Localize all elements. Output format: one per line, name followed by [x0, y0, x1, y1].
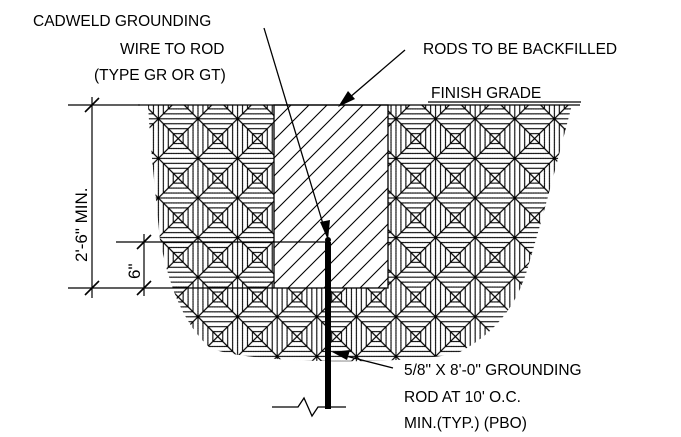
- finish-grade-label: FINISH GRADE: [431, 85, 541, 102]
- backfill-column: [273, 104, 389, 289]
- cadweld-label-line2: WIRE TO ROD: [120, 41, 225, 58]
- depth-dimension: 2'-6" MIN.: [68, 97, 274, 298]
- rod-label-line3: MIN.(TYP.) (PBO): [404, 415, 527, 432]
- rod-label-line1: 5/8" X 8'-0" GROUNDING: [404, 362, 582, 379]
- six-inch-label: 6": [125, 264, 144, 280]
- depth-dimension-label: 2'-6" MIN.: [72, 188, 91, 262]
- cadweld-label-line3: (TYPE GR OR GT): [94, 67, 226, 84]
- rod-leader: [332, 350, 394, 369]
- grounding-rod: [325, 242, 331, 409]
- backfill-leader: [338, 49, 406, 107]
- cadweld-label-line1: CADWELD GROUNDING: [33, 13, 211, 30]
- rod-label-line2: ROD AT 10' O.C.: [404, 389, 521, 406]
- break-line: [272, 396, 346, 418]
- six-inch-dimension: 6": [116, 234, 326, 296]
- backfill-label: RODS TO BE BACKFILLED: [423, 41, 617, 58]
- cadweld-leader: [263, 27, 330, 240]
